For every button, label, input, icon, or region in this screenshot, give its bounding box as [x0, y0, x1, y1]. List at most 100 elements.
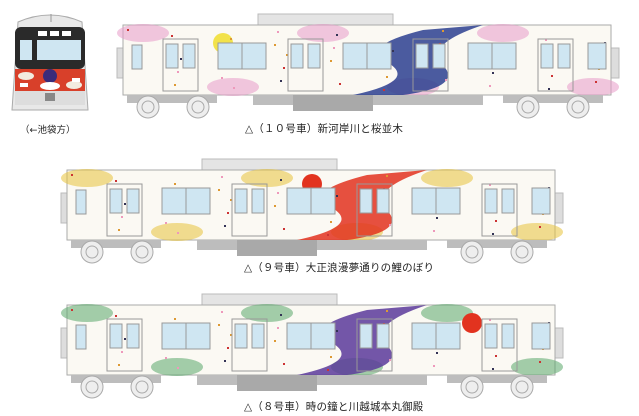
decoration-confetti: [218, 189, 220, 191]
door: [231, 183, 268, 237]
decoration-confetti: [330, 221, 332, 223]
decoration-cloud: [241, 304, 293, 322]
decoration-confetti: [330, 356, 332, 358]
decoration-confetti: [230, 38, 232, 40]
door-window: [359, 188, 373, 214]
decoration-cloud: [567, 78, 619, 96]
window: [217, 42, 243, 70]
decoration-confetti: [489, 184, 491, 186]
decoration-confetti: [121, 351, 123, 353]
decoration-confetti: [280, 80, 282, 82]
window: [531, 187, 551, 215]
door-window: [251, 323, 265, 349]
decoration-confetti: [280, 314, 282, 316]
decoration-confetti: [233, 87, 235, 89]
decoration-confetti: [174, 183, 176, 185]
decoration-confetti: [336, 195, 338, 197]
wheel: [136, 95, 160, 119]
bogie-frame: [503, 95, 603, 103]
door-window: [376, 323, 390, 349]
wheel: [460, 375, 484, 399]
decoration-confetti: [539, 226, 541, 228]
wheel: [510, 240, 534, 264]
decoration-confetti: [386, 175, 388, 177]
decoration-confetti: [230, 334, 232, 336]
wheel-hub: [465, 380, 479, 394]
decoration-confetti: [339, 83, 341, 85]
coupler-end: [554, 192, 564, 224]
decoration-confetti: [227, 212, 229, 214]
decoration-confetti: [221, 176, 223, 178]
door-window: [484, 323, 498, 349]
decoration-confetti: [283, 228, 285, 230]
door-window: [557, 43, 571, 69]
door: [481, 318, 518, 372]
car-10: [116, 13, 620, 119]
decoration-confetti: [224, 225, 226, 227]
car-8-caption: △（８号車）時の鐘と川越城本丸御殿: [244, 401, 424, 413]
decoration-confetti: [551, 75, 553, 77]
decoration-confetti: [127, 29, 129, 31]
window: [411, 187, 437, 215]
bogie-frame: [127, 95, 217, 103]
decoration-confetti: [277, 31, 279, 33]
door: [287, 38, 324, 92]
front-window: [37, 40, 81, 60]
decoration-confetti: [218, 324, 220, 326]
door: [481, 183, 518, 237]
door-window: [251, 188, 265, 214]
decoration-confetti: [124, 338, 126, 340]
decoration-confetti: [442, 30, 444, 32]
decoration-confetti: [383, 89, 385, 91]
car-9-caption: △（９号車）大正浪漫夢通りの鯉のぼり: [244, 262, 435, 274]
decoration-confetti: [327, 234, 329, 236]
window: [241, 42, 267, 70]
decoration-confetti: [124, 203, 126, 205]
decoration-confetti: [386, 310, 388, 312]
window: [185, 187, 211, 215]
decoration-confetti: [174, 318, 176, 320]
door-window: [540, 43, 554, 69]
door: [106, 318, 143, 372]
roof-unit: [201, 158, 338, 171]
decoration-confetti: [177, 71, 179, 73]
decoration-sun: [462, 313, 482, 333]
window: [467, 42, 493, 70]
coupler-end: [60, 192, 68, 224]
window: [310, 322, 336, 350]
door: [106, 183, 143, 237]
decoration-cloud: [421, 304, 473, 322]
bogie-frame: [71, 375, 161, 383]
bogie-frame: [71, 240, 161, 248]
door-window: [126, 323, 140, 349]
decoration-cloud: [117, 24, 169, 42]
window: [411, 322, 437, 350]
decoration-confetti: [221, 77, 223, 79]
wheel: [186, 95, 210, 119]
wheel-hub: [85, 245, 99, 259]
decoration-confetti: [539, 361, 541, 363]
window: [310, 187, 336, 215]
window: [75, 189, 87, 215]
door: [231, 318, 268, 372]
decoration-confetti: [165, 222, 167, 224]
bogie-frame: [447, 375, 547, 383]
window: [531, 322, 551, 350]
door-window: [165, 43, 179, 69]
decoration-confetti: [436, 352, 438, 354]
coupler-end: [554, 327, 564, 359]
decoration-confetti: [174, 84, 176, 86]
decoration-confetti: [224, 360, 226, 362]
decoration-cloud: [241, 169, 293, 187]
door-window: [290, 43, 304, 69]
decoration-confetti: [286, 54, 288, 56]
door-window: [432, 43, 446, 69]
decoration-confetti: [171, 35, 173, 37]
decoration-confetti: [274, 205, 276, 207]
wheel: [516, 95, 540, 119]
decoration-confetti: [280, 179, 282, 181]
decoration-confetti: [230, 199, 232, 201]
decoration-confetti: [495, 355, 497, 357]
wheel-hub: [85, 380, 99, 394]
decoration-confetti: [492, 233, 494, 235]
